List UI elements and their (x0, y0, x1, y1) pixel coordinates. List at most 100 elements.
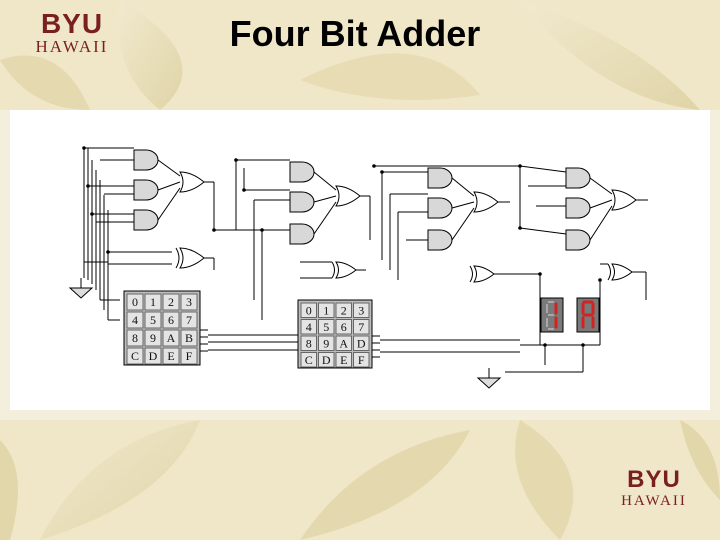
seven-segment-display-ones (576, 297, 600, 333)
keypad-key[interactable] (335, 352, 352, 368)
keypad-key[interactable] (162, 311, 180, 329)
or-gate (179, 171, 205, 193)
keypad-key[interactable] (126, 311, 144, 329)
keypad-key[interactable] (300, 352, 317, 368)
keypad-key[interactable] (144, 293, 162, 311)
and-gate (427, 229, 453, 251)
slide-title: Four Bit Adder (229, 13, 481, 54)
keypad-key[interactable] (144, 311, 162, 329)
logo-main-text: BYU (40, 8, 104, 39)
keypad-key-label: 3 (358, 303, 364, 317)
keypad-key-label: F (358, 353, 365, 367)
keypad-key[interactable] (162, 293, 180, 311)
and-gate (289, 191, 315, 213)
logo-sub-text: HAWAII (35, 37, 109, 56)
xor-gate (175, 247, 205, 269)
keypad-key[interactable] (180, 311, 198, 329)
keypad-key[interactable] (318, 335, 335, 351)
keypad-key-label: 8 (306, 336, 312, 350)
keypad-key-label: C (305, 353, 313, 367)
keypad-key-label: 1 (323, 303, 329, 317)
keypad-key-label: F (186, 349, 193, 363)
logo-main-text: BYU (627, 466, 681, 493)
keypad-key-label: 4 (132, 313, 138, 327)
keypad-key-label: 9 (150, 331, 156, 345)
and-gate (565, 167, 591, 189)
seven-segment-display-tens (540, 297, 564, 333)
keypad-key-label: 8 (132, 331, 138, 345)
ground-symbol-left (68, 278, 94, 299)
keypad-key-label: D (149, 349, 158, 363)
and-gate (565, 229, 591, 251)
keypad-key-label: 7 (358, 320, 364, 334)
keypad-key[interactable] (300, 302, 317, 318)
keypad-key[interactable] (353, 352, 370, 368)
keypad-key-label: B (185, 331, 193, 345)
byu-hawaii-logo: BYU HAWAII (22, 10, 122, 56)
keypad-key[interactable] (353, 302, 370, 318)
keypad-key-label: C (131, 349, 139, 363)
keypad-key-label: 0 (306, 303, 312, 317)
keypad-key[interactable] (162, 347, 180, 365)
keypad-key-label: 9 (323, 336, 329, 350)
and-gate (289, 161, 315, 183)
keypad-key-label: 4 (306, 320, 312, 334)
and-gate (427, 167, 453, 189)
keypad-key[interactable] (318, 352, 335, 368)
keypad-key[interactable] (300, 319, 317, 335)
and-gate (565, 197, 591, 219)
keypad-key[interactable] (180, 347, 198, 365)
keypad-key-label: 0 (132, 295, 138, 309)
and-gate (133, 209, 159, 231)
keypad-key-label: 6 (341, 320, 347, 334)
keypad-key[interactable] (300, 335, 317, 351)
keypad-key-label: A (339, 336, 348, 350)
keypad-key-label: 3 (186, 295, 192, 309)
keypad-key[interactable] (318, 302, 335, 318)
and-gate (289, 223, 315, 245)
keypad-key[interactable] (353, 335, 370, 351)
keypad-key[interactable] (335, 319, 352, 335)
input-bus (83, 147, 172, 320)
or-gate (473, 191, 499, 213)
keypad-key-label: E (340, 353, 347, 367)
keypad-key[interactable] (335, 335, 352, 351)
keypad-key[interactable] (144, 347, 162, 365)
or-gate (611, 189, 637, 211)
keypad-key[interactable] (180, 293, 198, 311)
xor-gate (469, 265, 495, 283)
keypad-key-label: E (167, 349, 174, 363)
or-gate (335, 185, 361, 207)
keypad-key[interactable] (180, 329, 198, 347)
logo-sub-text: HAWAII (621, 493, 687, 509)
keypad-key-label: 7 (186, 313, 192, 327)
keypad-key[interactable] (335, 302, 352, 318)
keypad-key-label: 1 (150, 295, 156, 309)
and-gate (133, 149, 159, 171)
keypad-key-label: A (167, 331, 176, 345)
junction-dots (82, 146, 602, 347)
byu-hawaii-logo-bottom: BYU HAWAII (604, 468, 704, 510)
xor-gate (607, 263, 633, 281)
keypad-key-label: 2 (168, 295, 174, 309)
keypad-key[interactable] (126, 293, 144, 311)
keypad-key-label: 5 (323, 320, 329, 334)
keypad-key-label: D (322, 353, 331, 367)
keypad-key[interactable] (144, 329, 162, 347)
keypad-key-label: 6 (168, 313, 174, 327)
keypad-key[interactable] (318, 319, 335, 335)
keypad-key[interactable] (353, 319, 370, 335)
ground-symbol-bottom (476, 368, 502, 389)
keypad-key[interactable] (162, 329, 180, 347)
and-gate (133, 179, 159, 201)
keypad-key-label: D (357, 336, 366, 350)
keypad-key[interactable] (126, 347, 144, 365)
keypad-key[interactable] (126, 329, 144, 347)
and-gate (427, 197, 453, 219)
keypad-key-label: 2 (341, 303, 347, 317)
keypad-key-label: 5 (150, 313, 156, 327)
